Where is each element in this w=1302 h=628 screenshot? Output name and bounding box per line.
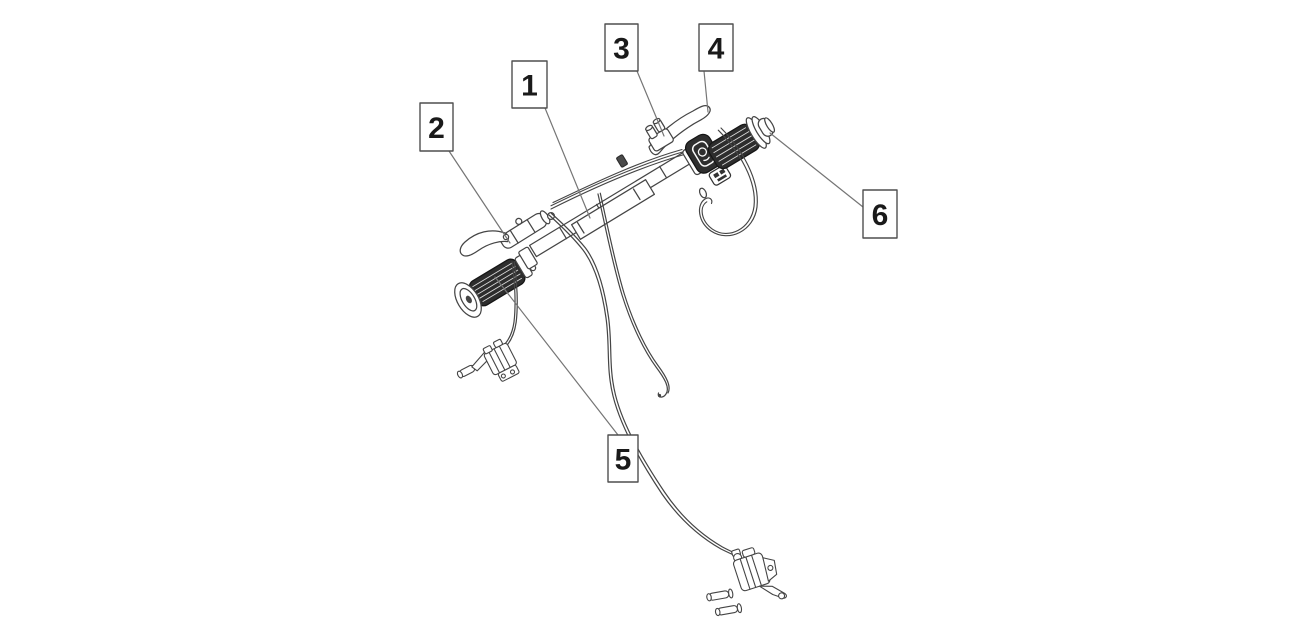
throttle-control-pod [682,133,732,186]
callout-box-4 [698,23,734,72]
leader-line-4 [703,70,709,113]
callout-box-6 [862,189,898,239]
left-lever-clamp [518,246,538,270]
handlebar-center-sleeve [570,179,656,240]
right-grip-ribs [711,127,757,166]
callout-label-4: 4 [708,33,725,66]
leader-line-2 [448,150,511,244]
cable-bundle [550,148,687,210]
handlebar-tube [528,143,705,272]
rear-brake-hose [548,212,742,559]
leader-line-3 [636,70,665,137]
leader-line-1 [544,107,591,219]
callout-box-5 [607,434,639,483]
display-cable-unplugged [597,192,670,398]
cable-connector-tip [657,393,662,398]
coiled-throttle-cable [698,127,758,237]
callout-label-2: 2 [428,112,445,145]
callout-box-2 [419,102,454,152]
display-glyph [697,147,708,157]
leader-line-6 [769,132,864,208]
pod-connector [698,187,708,199]
mode-button-block [708,164,732,186]
cable-clip [616,154,628,168]
front-brake-hose [500,261,518,350]
front-brake-caliper [456,338,520,382]
callout-label-5: 5 [615,444,632,477]
leader-line-5 [494,276,619,436]
callout-label-6: 6 [872,199,889,232]
left-lever-blade [459,230,509,257]
rear-brake-caliper [706,547,787,617]
callout-label-1: 1 [521,70,538,103]
right-grip [707,116,776,170]
callout-label-3: 3 [613,33,630,66]
callout-box-3 [604,23,639,72]
callout-box-1 [511,60,548,109]
callouts-layer: 1 2 3 4 5 6 [419,23,898,483]
left-grip-ribs [472,262,522,302]
